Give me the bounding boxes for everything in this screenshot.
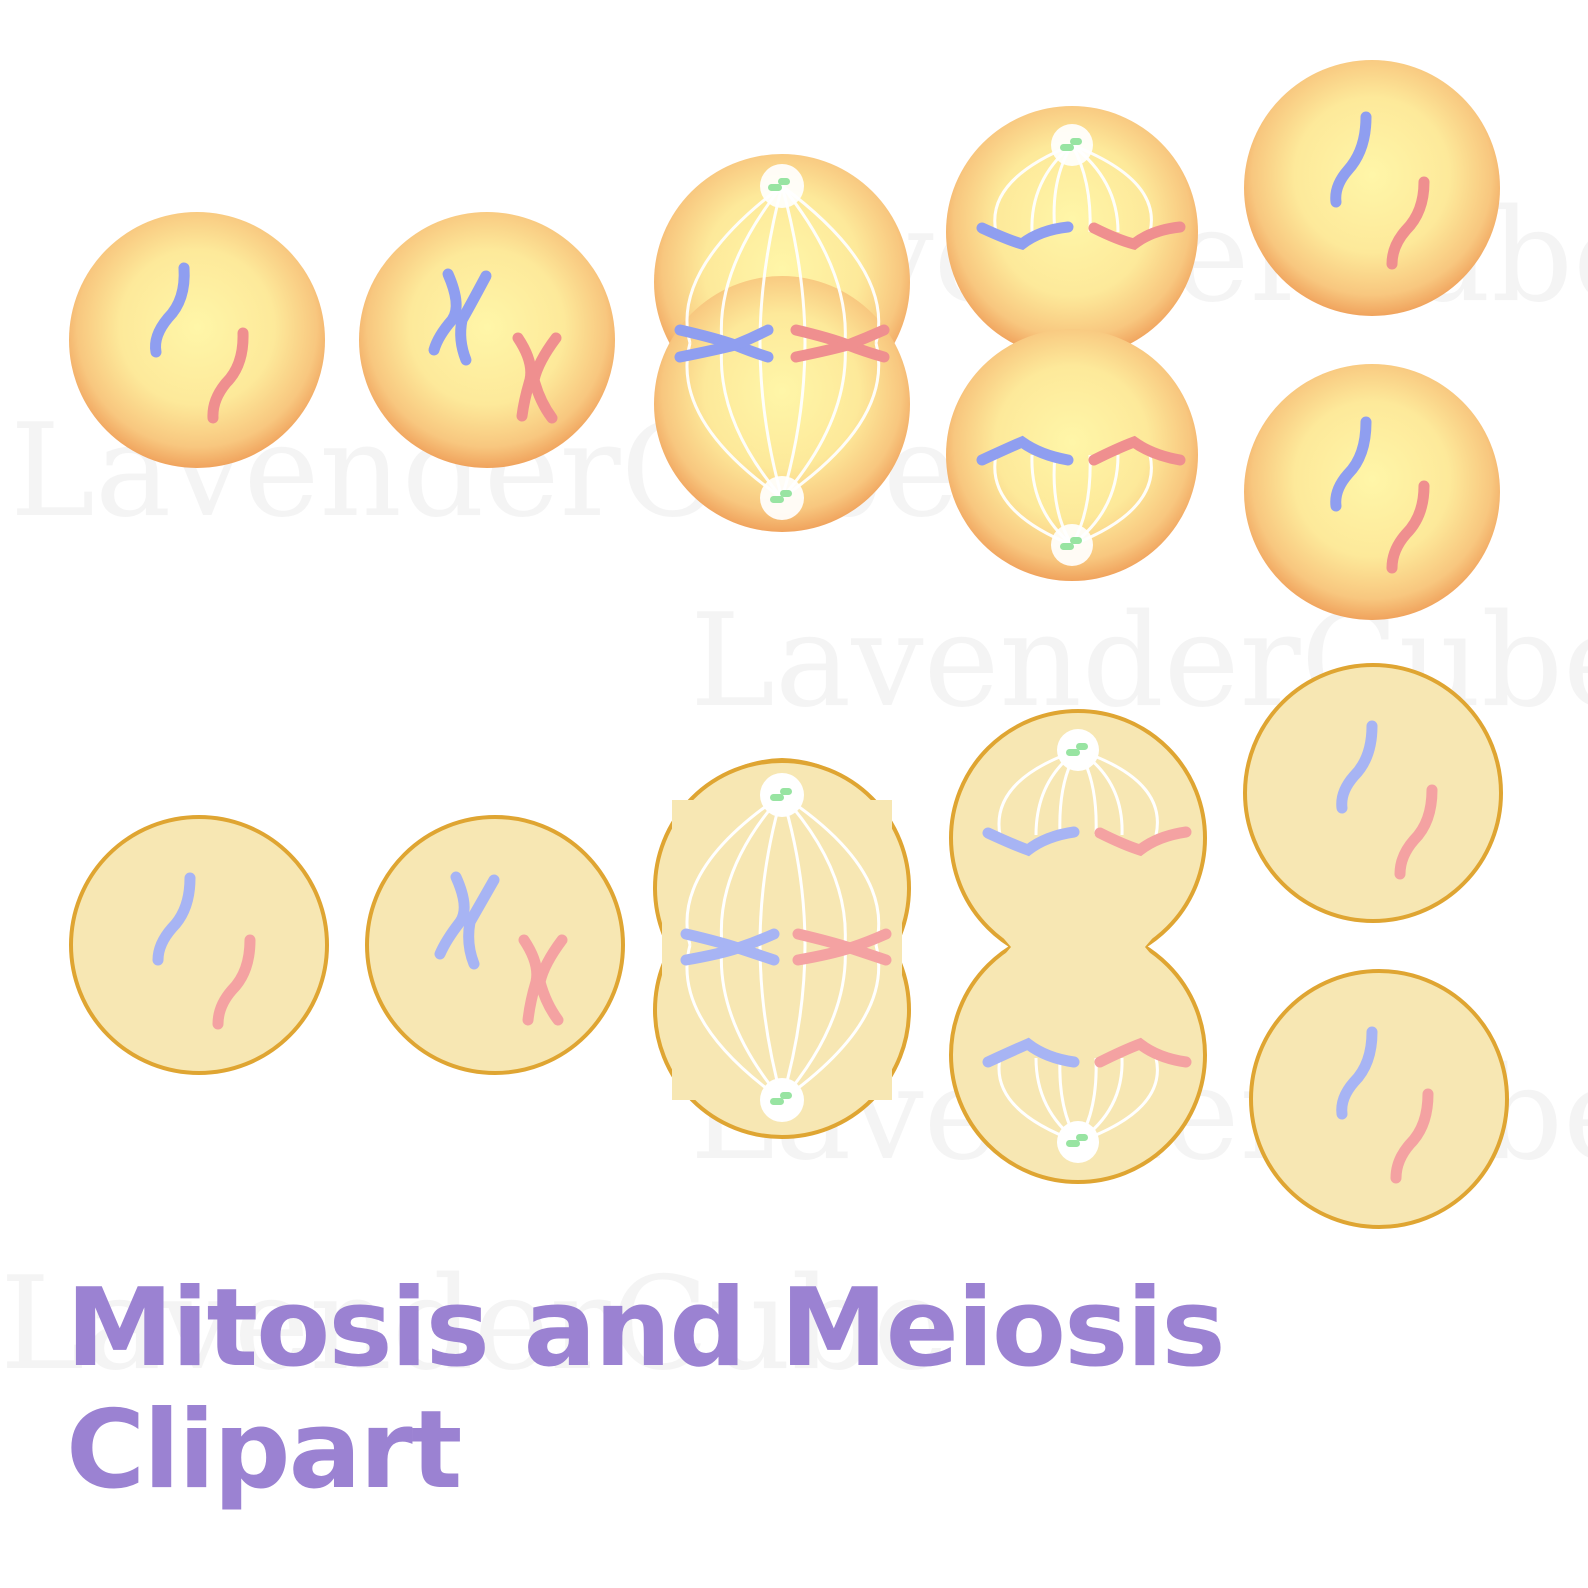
cell-daughter-top bbox=[1244, 60, 1500, 316]
chromosome-red bbox=[1390, 1088, 1434, 1184]
chromosome-red bbox=[212, 934, 256, 1030]
chromosome-red bbox=[534, 934, 568, 1026]
centriole-icon bbox=[1060, 144, 1074, 151]
chromosome-blue bbox=[982, 826, 1080, 857]
centriole-icon bbox=[768, 184, 782, 191]
chromosome-blue bbox=[428, 268, 462, 356]
centriole-icon bbox=[780, 788, 792, 795]
title-line-1: Mitosis and Meiosis bbox=[66, 1266, 1226, 1391]
chromosome-blue bbox=[1330, 416, 1372, 512]
centriole-icon bbox=[1070, 138, 1082, 145]
title-line-2: Clipart bbox=[66, 1388, 462, 1513]
watermark-text: LavenderCube bbox=[0, 1250, 949, 1399]
chromosome-red bbox=[1094, 826, 1192, 857]
chromosome-red bbox=[1386, 480, 1430, 574]
chromosome-red bbox=[528, 332, 562, 424]
chromosome-red bbox=[1386, 176, 1430, 270]
chromosome-blue bbox=[1336, 720, 1378, 814]
chromosome-red bbox=[1088, 435, 1186, 466]
cell-daughter-top-flat bbox=[1243, 663, 1503, 923]
chromosome-blue bbox=[434, 871, 470, 960]
chromosome-blue bbox=[1330, 111, 1372, 208]
chromosome-red bbox=[790, 324, 890, 363]
centriole-icon bbox=[1076, 743, 1088, 750]
cell-metaphase-flat bbox=[653, 757, 911, 1139]
cell-metaphase bbox=[654, 154, 910, 532]
centrosome bbox=[760, 164, 804, 208]
chromosome-red bbox=[1394, 784, 1438, 880]
page-title: Mitosis and Meiosis Clipart bbox=[66, 1266, 1226, 1513]
cell-anaphase-telophase bbox=[946, 106, 1198, 581]
cell-interphase-flat bbox=[69, 815, 329, 1075]
chromosome-blue bbox=[976, 221, 1074, 251]
chromosome-blue bbox=[152, 872, 196, 966]
centriole-icon bbox=[778, 178, 790, 185]
centriole-icon bbox=[780, 1092, 792, 1099]
cell-daughter-bottom-flat bbox=[1249, 969, 1509, 1229]
centriole-icon bbox=[1070, 537, 1082, 544]
chromosome-blue bbox=[982, 1037, 1080, 1068]
cell-prophase-flat bbox=[365, 815, 625, 1075]
cell-prophase bbox=[359, 212, 615, 468]
centriole-icon bbox=[770, 496, 784, 503]
chromosome-red bbox=[1088, 221, 1186, 250]
chromosome-red bbox=[1094, 1037, 1192, 1068]
cell-anaphase-telophase-flat bbox=[949, 709, 1207, 1184]
chromosome-blue bbox=[976, 435, 1074, 466]
chromosome-blue bbox=[463, 874, 500, 970]
chromosome-blue bbox=[455, 270, 492, 366]
centriole-icon bbox=[770, 794, 784, 801]
chromosome-blue bbox=[674, 324, 774, 363]
centriole-icon bbox=[1060, 543, 1074, 550]
centriole-icon bbox=[780, 490, 792, 497]
centriole-icon bbox=[1076, 1134, 1088, 1141]
centriole-icon bbox=[1066, 749, 1080, 756]
centriole-icon bbox=[770, 1098, 784, 1105]
chromosome-blue bbox=[1336, 1026, 1378, 1120]
cell-daughter-bottom bbox=[1244, 364, 1500, 620]
chromosome-blue bbox=[680, 928, 780, 966]
chromosome-red bbox=[792, 928, 892, 966]
flat-row bbox=[69, 663, 1509, 1229]
chromosome-blue bbox=[150, 262, 190, 358]
centriole-icon bbox=[1066, 1140, 1080, 1147]
gradient-row bbox=[69, 60, 1500, 620]
chromosome-red bbox=[207, 327, 249, 424]
cell-interphase bbox=[69, 212, 325, 468]
